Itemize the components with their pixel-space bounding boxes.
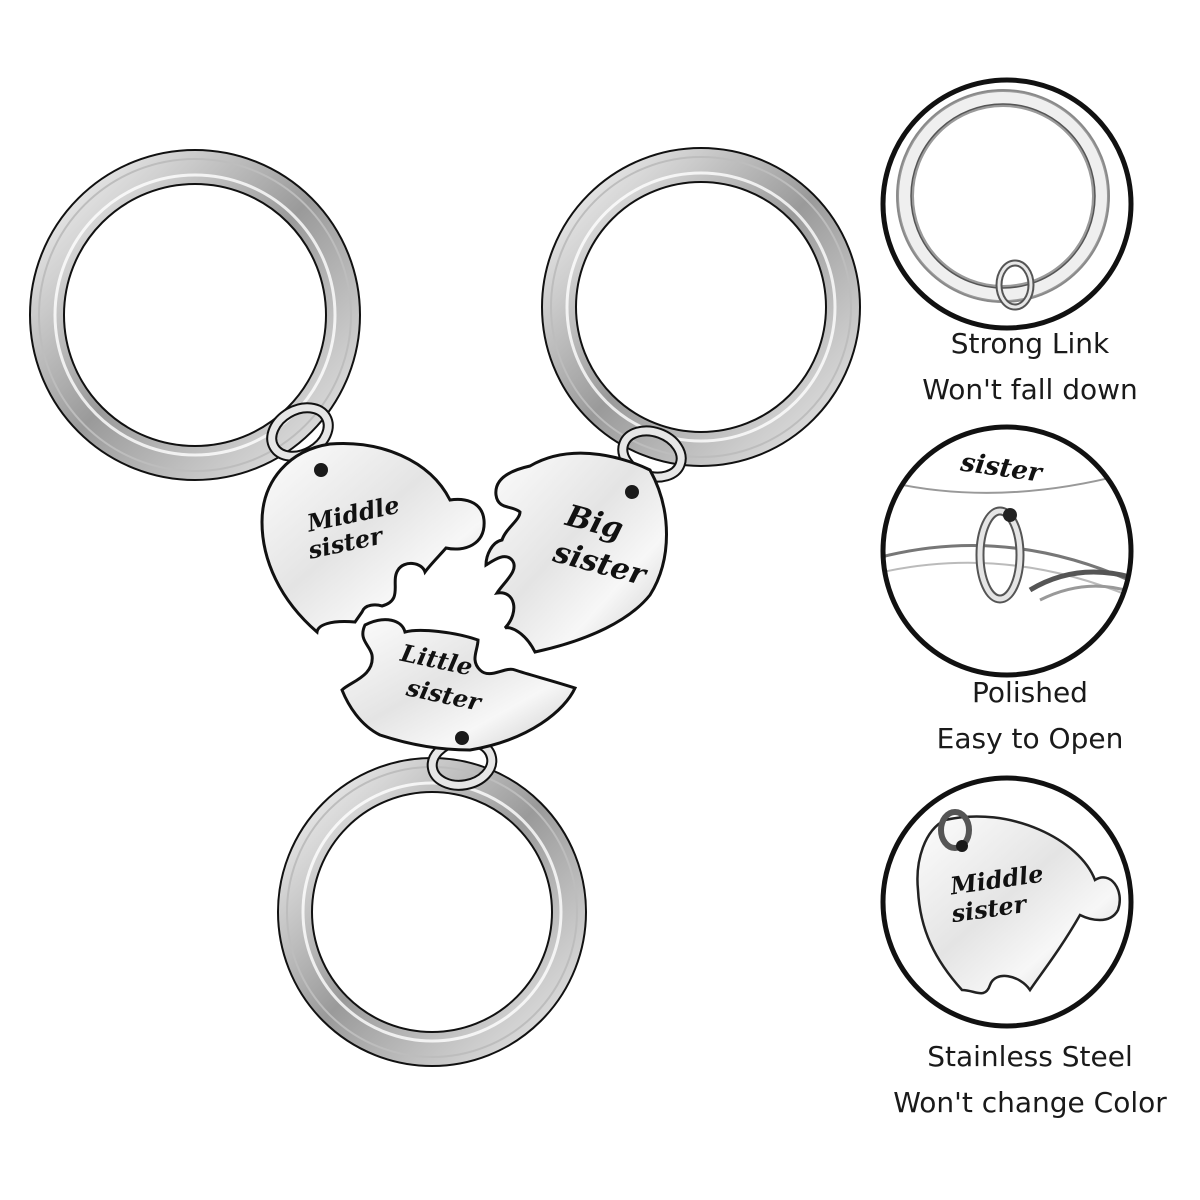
jump-ring-closeup-icon: sister (883, 447, 1131, 606)
keyring-middle-sister: Middle sister (29, 149, 486, 635)
puzzle-piece-little: Little sister (340, 618, 578, 752)
caption-stainless-steel-line1: Stainless Steel (927, 1040, 1133, 1073)
split-ring-top-right (541, 147, 861, 467)
puzzle-piece-big: Big sister (484, 451, 668, 654)
caption-polished: Polished Easy to Open (880, 670, 1180, 762)
split-ring-closeup-icon (896, 89, 1110, 311)
keyring-little-sister: Little sister (277, 618, 587, 1067)
split-ring-bottom (277, 757, 587, 1067)
detail-circle-pendant: Middle sister (880, 775, 1134, 1029)
caption-polished-line2: Easy to Open (936, 722, 1124, 755)
detail-circle-split-ring (880, 77, 1134, 331)
caption-stainless-steel-line2: Won't change Color (893, 1086, 1167, 1119)
caption-stainless-steel: Stainless Steel Won't change Color (870, 1034, 1190, 1126)
puzzle-piece-middle: Middle sister (260, 442, 486, 635)
keyring-big-sister: Big sister (484, 147, 861, 654)
caption-polished-line1: Polished (972, 676, 1088, 709)
engraved-pendant-closeup-icon: Middle sister (916, 809, 1121, 995)
caption-strong-link-line2: Won't fall down (922, 373, 1138, 406)
caption-strong-link-line1: Strong Link (950, 327, 1110, 360)
caption-strong-link: Strong Link Won't fall down (880, 321, 1180, 413)
detail-circle-jump-ring: sister (880, 424, 1134, 678)
split-ring-top-left (29, 149, 361, 481)
